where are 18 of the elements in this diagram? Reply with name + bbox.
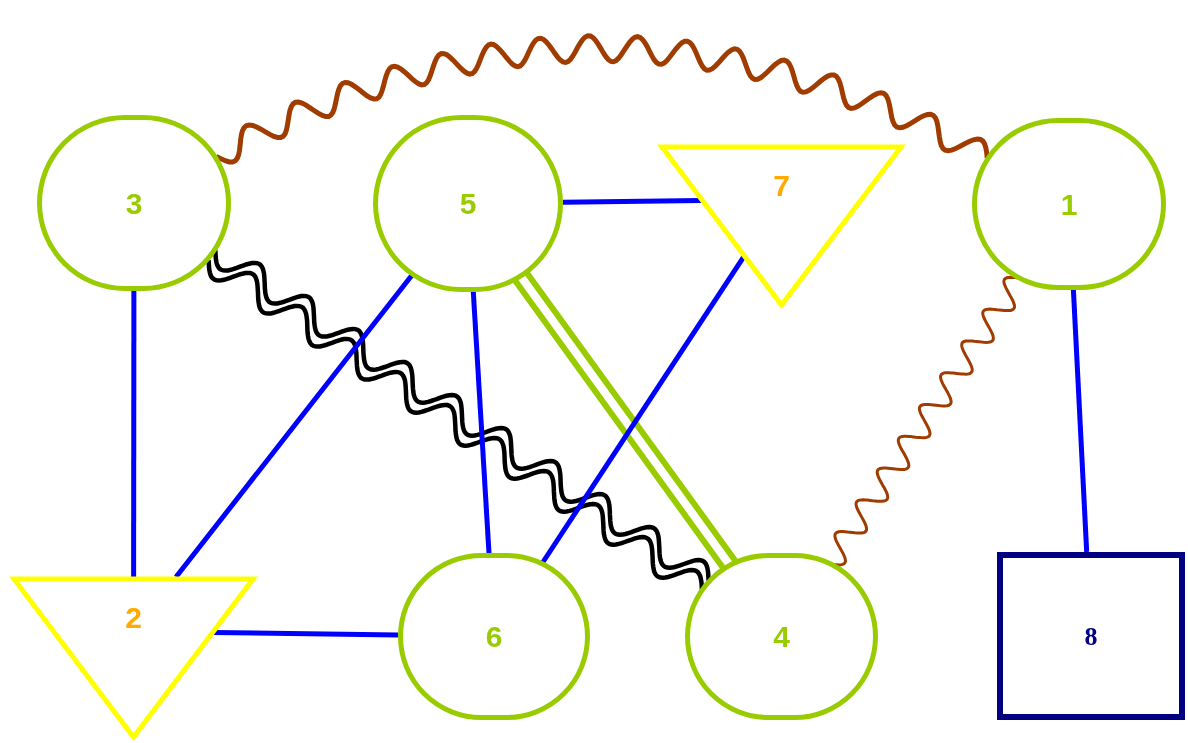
node-label: 2 xyxy=(125,600,142,636)
node-label: 3 xyxy=(125,185,143,222)
node-label: 8 xyxy=(1084,620,1098,653)
node-label: 1 xyxy=(1060,186,1078,223)
triangle-node xyxy=(12,577,255,740)
node-label: 4 xyxy=(773,619,790,655)
connector-line xyxy=(213,630,399,638)
square-node xyxy=(997,552,1185,720)
node-label: 7 xyxy=(773,168,790,204)
connector-line xyxy=(470,291,492,554)
node-label: 6 xyxy=(485,619,503,655)
connector-line xyxy=(562,197,702,205)
wavy-connector xyxy=(215,33,990,165)
connector-line xyxy=(1070,289,1090,553)
connector-line xyxy=(131,291,137,577)
connector-line xyxy=(174,273,415,579)
triangle-node xyxy=(660,145,903,308)
node-label: 5 xyxy=(459,186,477,222)
